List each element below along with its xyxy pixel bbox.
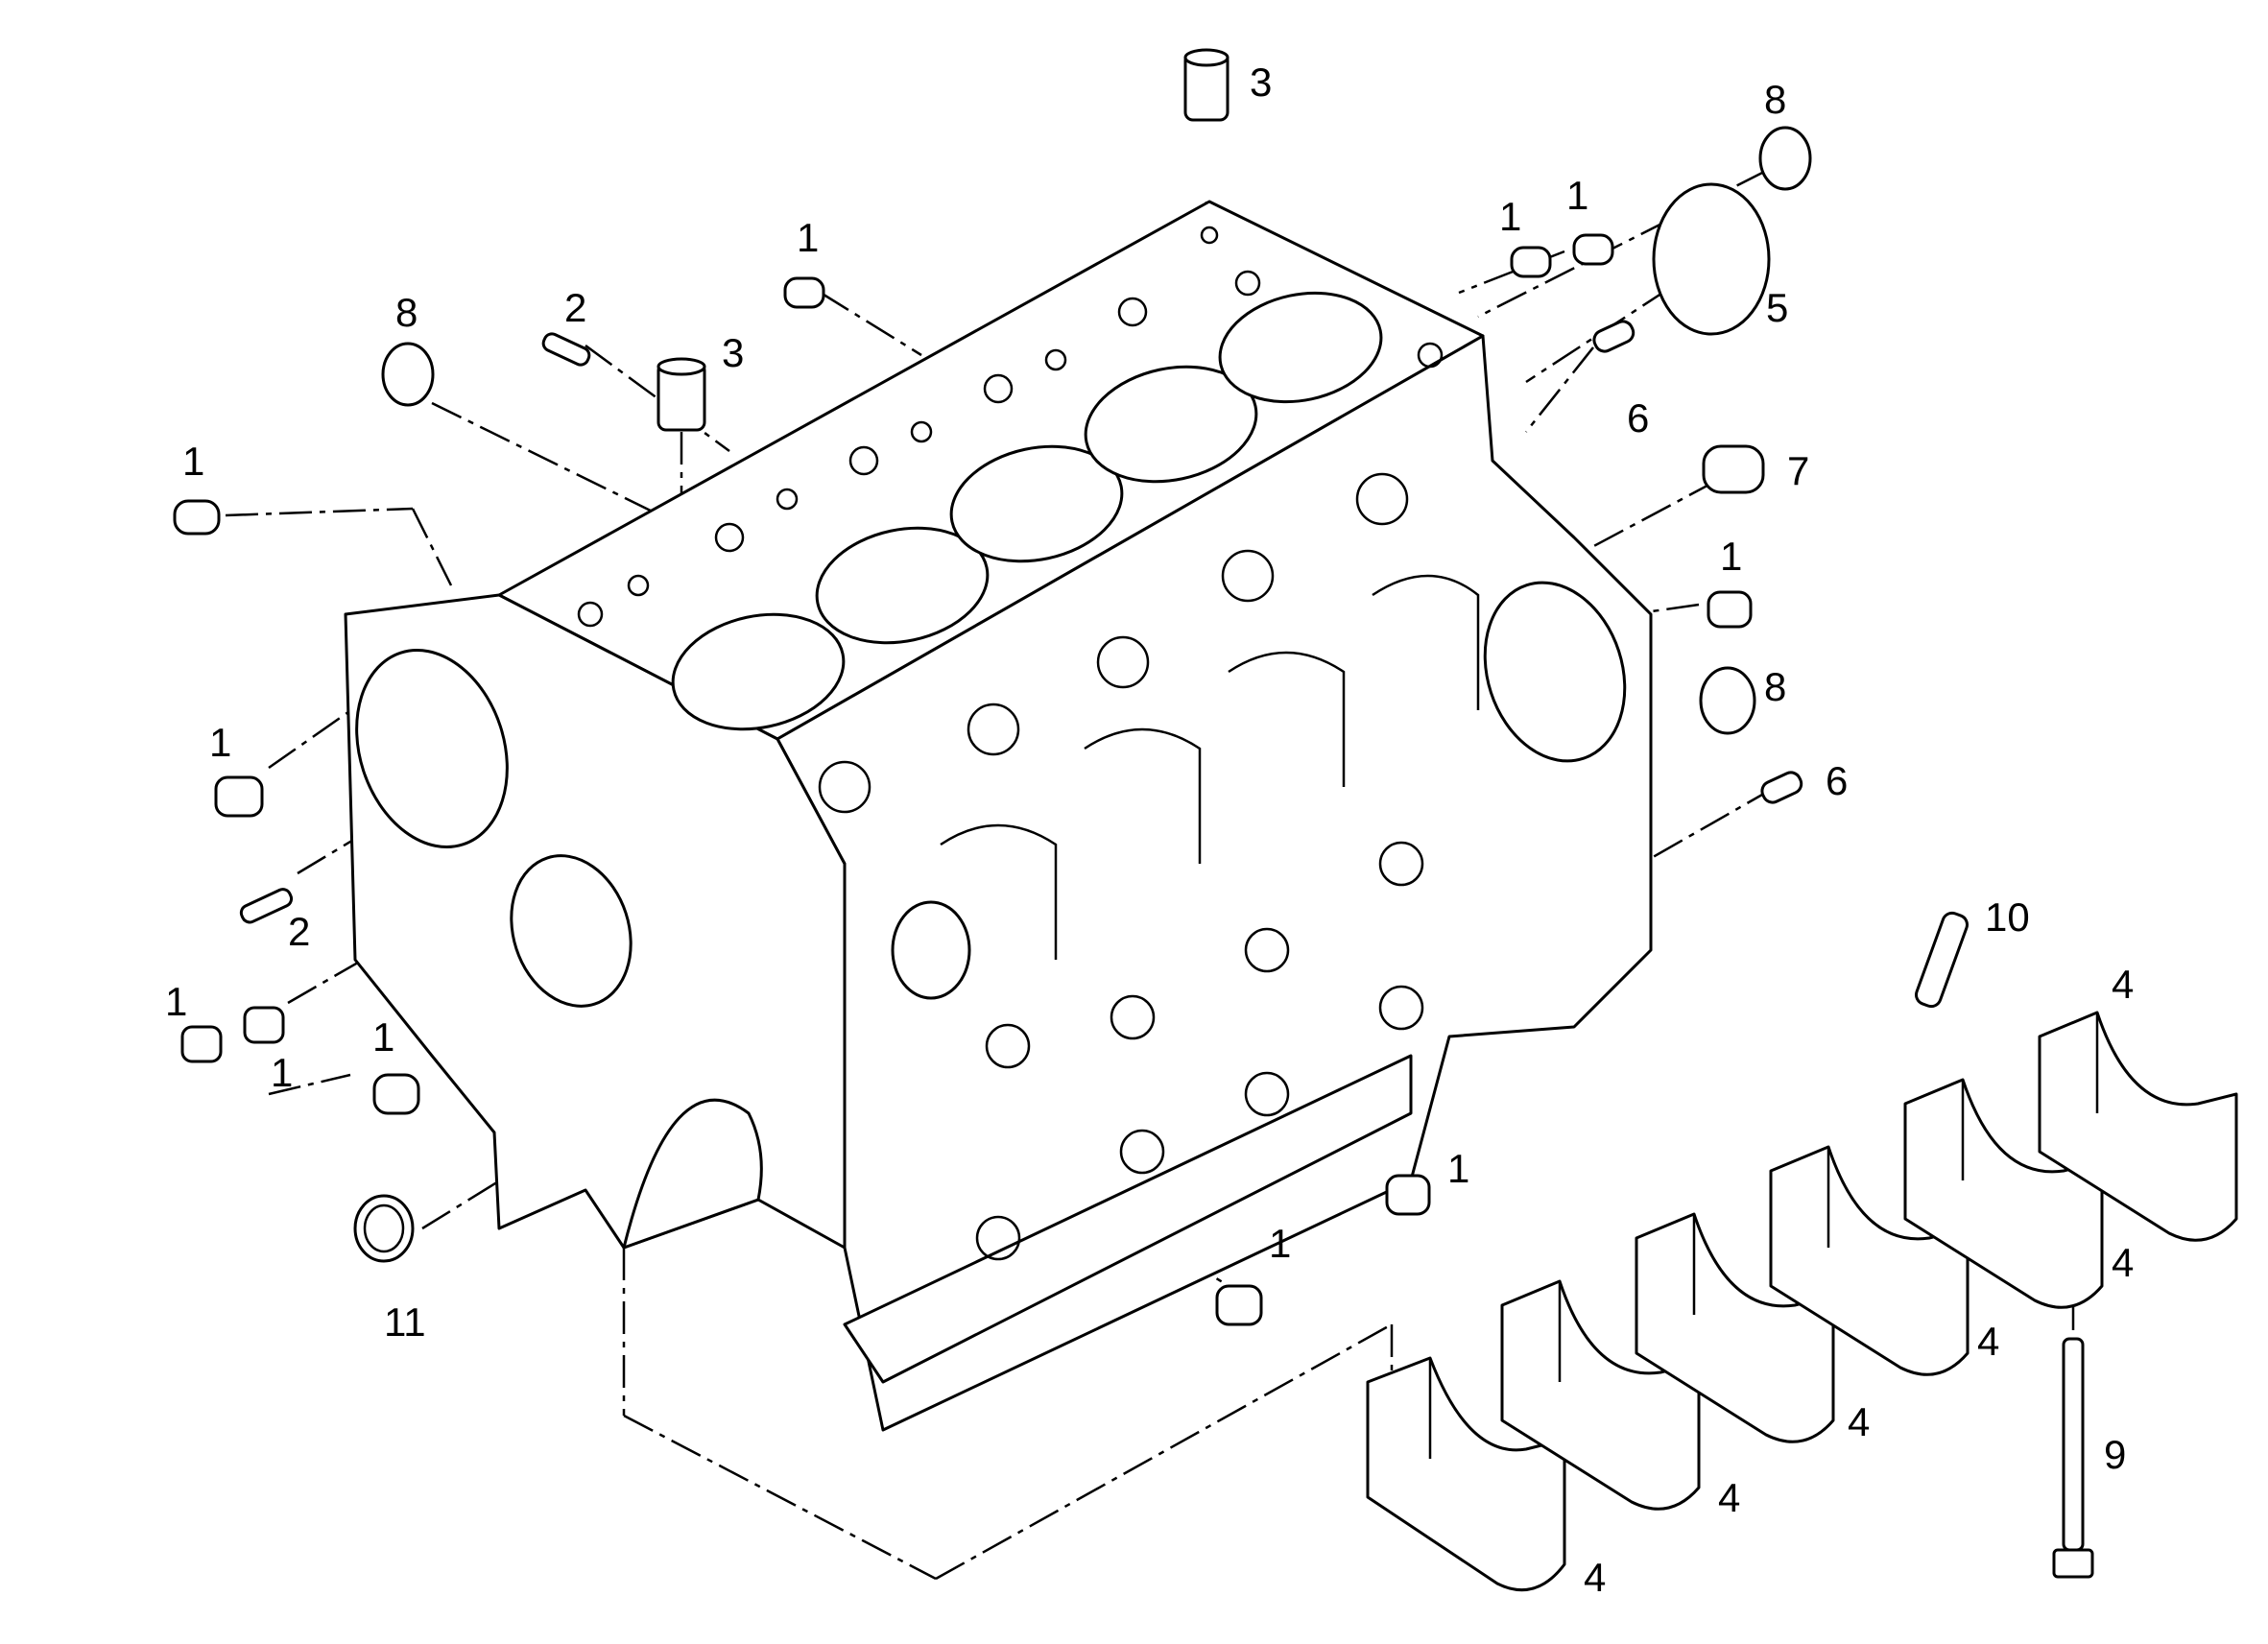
bearing-cap-5 [1903, 1078, 2104, 1309]
part-1-plug-left-low-b [243, 1006, 285, 1044]
part-8-plug-top-left [381, 342, 435, 407]
callout-8-top-left: 8 [395, 290, 418, 335]
callout-8-right-mid: 8 [1764, 664, 1786, 709]
callout-1-bottom-right: 1 [1447, 1146, 1469, 1191]
callout-6-upper: 6 [1627, 395, 1649, 441]
part-1-plug-top-b [1572, 233, 1614, 266]
callout-1-top-mid: 1 [797, 215, 819, 260]
bearing-webs [940, 574, 1480, 1261]
part-1-plug-bottom-right [1385, 1174, 1431, 1216]
bearing-cap-3 [1635, 1212, 1835, 1443]
bearing-cap-6 [2038, 1011, 2238, 1242]
part-1-plug-top-a [1510, 246, 1552, 278]
front-large-bore [355, 648, 509, 849]
callout-labels: 3 8 1 1 1 8 2 3 5 6 7 1 1 8 1 6 2 10 4 1… [165, 60, 2134, 1600]
callout-1-left-low-b: 1 [271, 1050, 293, 1095]
part-6-pin-upper [1592, 320, 1635, 353]
callout-6-lower: 6 [1826, 758, 1848, 803]
callout-4-e: 4 [1718, 1475, 1740, 1520]
bearing-cap-4 [1769, 1145, 1970, 1376]
bearing-cap-2 [1500, 1279, 1701, 1511]
callout-8-top-right: 8 [1764, 77, 1786, 122]
callout-1-bottom-mid: 1 [1269, 1221, 1291, 1266]
part-6-pin-lower [1760, 771, 1803, 804]
front-crank-bore [510, 854, 633, 1008]
bearing-cap-1 [1366, 1356, 1566, 1592]
callout-4-c: 4 [1977, 1319, 1999, 1364]
callout-1-left-mid: 1 [209, 720, 231, 765]
callout-4-d: 4 [1848, 1399, 1870, 1444]
callout-3-top: 3 [1250, 60, 1272, 105]
part-9-bolt [2062, 1337, 2085, 1552]
bearing-caps [1366, 1011, 2238, 1592]
part-2-pin-top [541, 332, 591, 367]
callout-1-top-a: 1 [1499, 194, 1521, 239]
loose-parts [173, 48, 2094, 1579]
callout-1-left-low-c: 1 [372, 1014, 394, 1060]
part-1-plug-left-top [173, 499, 221, 536]
oil-pan-rail [843, 1054, 1413, 1384]
part-10-nozzle [1915, 911, 1969, 1009]
part-8-plug-top-right [1758, 126, 1812, 191]
part-1-plug-left-mid [214, 775, 264, 818]
part-5-cover [1652, 182, 1771, 336]
callout-5: 5 [1766, 285, 1788, 330]
deck-holes [577, 226, 1444, 628]
callout-2-left: 2 [288, 909, 310, 954]
engine-block [344, 200, 1653, 1432]
callout-11: 11 [384, 1299, 426, 1345]
part-7-cap [1702, 444, 1765, 494]
callout-7: 7 [1787, 448, 1809, 493]
callout-2-top: 2 [564, 285, 586, 330]
callout-3-mid: 3 [722, 330, 744, 375]
callout-4-b: 4 [2112, 1240, 2134, 1285]
callout-9: 9 [2104, 1432, 2126, 1477]
callout-4-a: 4 [2112, 962, 2134, 1007]
rear-large-bore [1483, 581, 1627, 763]
callout-10: 10 [1985, 894, 2030, 940]
callout-1-top-b: 1 [1566, 173, 1588, 218]
cylinder-bores [671, 291, 1383, 731]
part-2-pin-left [239, 888, 294, 924]
callout-1-left-top: 1 [182, 439, 204, 484]
part-1-plug-left-low-c [372, 1073, 420, 1115]
part-1-plug-bottom-mid [1215, 1284, 1263, 1326]
part-1-plug-top-mid [783, 276, 825, 309]
part-1-plug-right-mid [1707, 590, 1753, 629]
callout-1-right-mid: 1 [1720, 534, 1742, 579]
front-crank-opening [622, 1098, 763, 1250]
callout-1-left-low-a: 1 [165, 979, 187, 1024]
side-ports [818, 472, 1409, 1000]
callout-4-f: 4 [1584, 1555, 1606, 1600]
part-8-plug-right-mid [1699, 666, 1756, 735]
part-1-plug-left-low-a [180, 1025, 223, 1063]
